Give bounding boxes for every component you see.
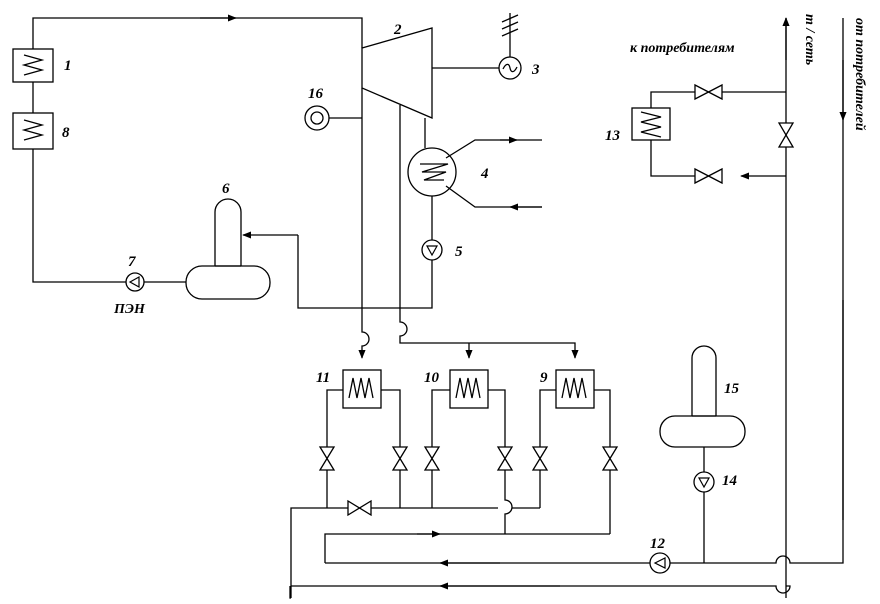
- makeup-deaerator: [659, 345, 746, 472]
- feed-pump: [125, 272, 145, 292]
- superheater: [12, 48, 54, 83]
- makeup-pump-label: 14: [722, 473, 738, 489]
- condenser: [407, 136, 542, 240]
- heater-9: [555, 369, 595, 409]
- reheater: [12, 112, 54, 150]
- extraction-lines: [358, 88, 579, 359]
- condensate-line: [242, 231, 433, 309]
- to-consumers-caption: к потребителям: [630, 41, 735, 56]
- condensate-pump: [421, 239, 443, 261]
- heater-valves: [318, 446, 619, 517]
- heater-piping: [290, 389, 611, 598]
- makeup-pump: [693, 471, 715, 563]
- feed-pump-caption: ПЭН: [113, 302, 146, 317]
- generator-label: 3: [531, 62, 540, 78]
- heater-10: [449, 369, 489, 409]
- deaerator-label: 6: [222, 181, 230, 197]
- network-return-lines: [289, 18, 844, 599]
- regulator: [304, 105, 362, 131]
- network-pump-label: 12: [650, 536, 666, 552]
- heater-9-label: 9: [540, 370, 548, 386]
- condensate-pump-label: 5: [455, 244, 463, 260]
- heat-network-caption: т / сеть: [802, 14, 817, 65]
- from-consumers-caption: от потребителей: [852, 18, 867, 131]
- network-heater-label: 13: [605, 128, 621, 144]
- main-steam-line: [32, 14, 363, 283]
- makeup-deaerator-label: 15: [724, 381, 740, 397]
- network-pump: [649, 552, 671, 574]
- regulator-label: 16: [308, 86, 324, 102]
- turbine-label: 2: [393, 22, 402, 38]
- feed-pump-label: 7: [128, 254, 136, 270]
- reheater-label: 8: [62, 125, 70, 141]
- generator: [498, 13, 522, 80]
- heater-10-label: 10: [424, 370, 440, 386]
- turbine: [361, 27, 433, 119]
- superheater-label: 1: [64, 58, 72, 74]
- deaerator: [185, 198, 271, 300]
- condenser-label: 4: [480, 166, 489, 182]
- heater-11-label: 11: [316, 370, 330, 386]
- network-heater: [631, 107, 671, 141]
- heater-11: [342, 369, 382, 409]
- heat-network-supply: [650, 17, 795, 586]
